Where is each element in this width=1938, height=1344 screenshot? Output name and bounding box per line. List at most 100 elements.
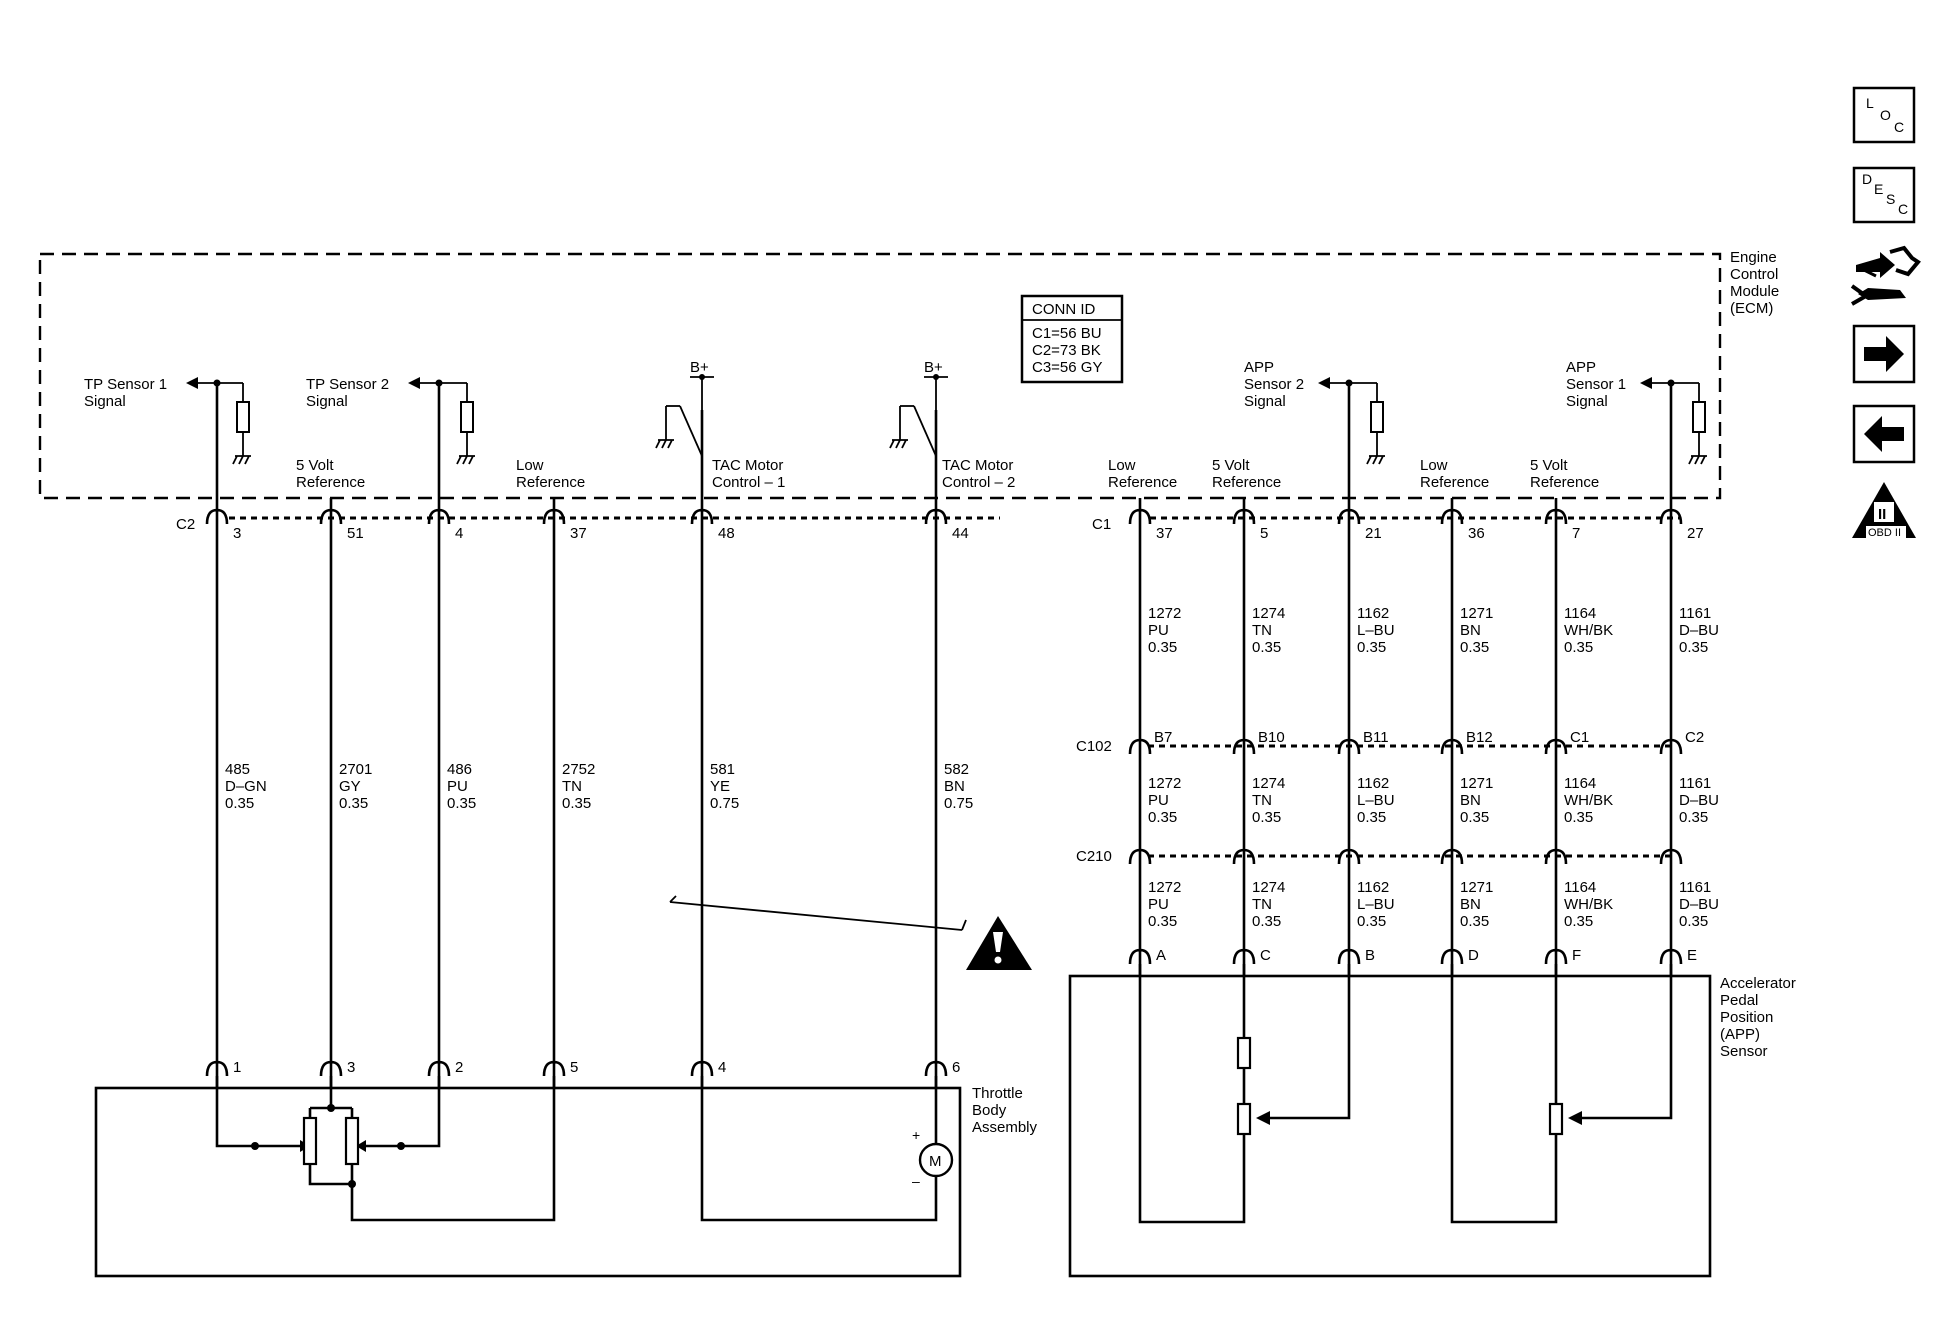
connector-wrench-icon[interactable] bbox=[1850, 245, 1921, 306]
svg-text:Reference: Reference bbox=[1420, 474, 1489, 491]
svg-text:E: E bbox=[1874, 181, 1883, 197]
svg-text:Control: Control bbox=[1730, 266, 1778, 283]
svg-text:Signal: Signal bbox=[1566, 393, 1608, 410]
c1-pin-glyph bbox=[1659, 508, 1683, 525]
c1-pin-label: 37 bbox=[1156, 525, 1173, 542]
svg-text:(ECM): (ECM) bbox=[1730, 300, 1773, 317]
app-sensor-2-signal-circuit: APP Sensor 2 Signal bbox=[1244, 359, 1385, 512]
svg-text:–: – bbox=[912, 1173, 920, 1189]
wire-circuit-number: 2752 bbox=[562, 761, 595, 778]
tp-sensor-2-signal-circuit: TP Sensor 2 Signal bbox=[306, 376, 475, 512]
c1-pin-label: 27 bbox=[1687, 525, 1704, 542]
ecm-pin-labels-left: 5 Volt Reference Low Reference TAC Motor… bbox=[296, 457, 1015, 491]
next-arrow-icon[interactable] bbox=[1852, 324, 1916, 384]
c2-pin-label: 44 bbox=[952, 525, 969, 542]
svg-text:Engine: Engine bbox=[1730, 249, 1777, 266]
wire-gauge: 0.75 bbox=[710, 795, 739, 812]
app-sensor-pin-label: B bbox=[1365, 947, 1375, 964]
wire-circuit-number: 486 bbox=[447, 761, 472, 778]
svg-text:TAC Motor: TAC Motor bbox=[942, 457, 1013, 474]
throttle-harness-wires: 485D–GN0.3512701GY0.353486PU0.3522752TN0… bbox=[205, 524, 973, 1088]
app-sensor-pin-label: F bbox=[1572, 947, 1581, 964]
svg-text:Assembly: Assembly bbox=[972, 1119, 1038, 1136]
wire-circuit-number: 1271 bbox=[1460, 775, 1493, 792]
c2-pin-label: 37 bbox=[570, 525, 587, 542]
ecm-pin-labels-right: Low Reference 5 Volt Reference Low Refer… bbox=[1108, 457, 1599, 491]
c2-pin-glyph bbox=[205, 508, 229, 525]
svg-text:CONN ID: CONN ID bbox=[1032, 301, 1096, 318]
app-sensor-pin-label: D bbox=[1468, 947, 1479, 964]
tac-motor-control-1-switch: B+ bbox=[655, 359, 714, 512]
throttle-body-pin-glyph bbox=[319, 1060, 343, 1077]
wire-circuit-number: 1274 bbox=[1252, 775, 1285, 792]
svg-text:D: D bbox=[1862, 171, 1872, 187]
c102-pin-glyph bbox=[1128, 738, 1152, 755]
c2-pin-label: 51 bbox=[347, 525, 364, 542]
svg-text:Sensor: Sensor bbox=[1720, 1043, 1768, 1060]
c102-pin-glyph bbox=[1337, 738, 1361, 755]
svg-text:OBD II: OBD II bbox=[1868, 527, 1901, 539]
connector-c2: C2 bbox=[176, 516, 1000, 533]
wire-gauge: 0.35 bbox=[1460, 639, 1489, 656]
c1-pin-glyph bbox=[1232, 508, 1256, 525]
wire-circuit-number: 1164 bbox=[1564, 605, 1596, 622]
svg-text:C2: C2 bbox=[176, 516, 195, 533]
wire-circuit-number: 1162 bbox=[1357, 879, 1389, 896]
svg-text:APP: APP bbox=[1244, 359, 1274, 376]
wire-color: PU bbox=[1148, 896, 1169, 913]
svg-text:C1: C1 bbox=[1092, 516, 1111, 533]
wire-circuit-number: 1162 bbox=[1357, 775, 1389, 792]
wire-color: PU bbox=[447, 778, 468, 795]
wire-gauge: 0.35 bbox=[1252, 809, 1281, 826]
svg-text:Low: Low bbox=[516, 457, 544, 474]
svg-text:Sensor 1: Sensor 1 bbox=[1566, 376, 1626, 393]
wire-gauge: 0.35 bbox=[1460, 913, 1489, 930]
svg-text:+: + bbox=[912, 1127, 920, 1143]
c102-pin-glyph bbox=[1544, 738, 1568, 755]
c210-pin-glyph bbox=[1440, 848, 1464, 865]
wire-circuit-number: 1164 bbox=[1564, 775, 1596, 792]
svg-text:Control – 1: Control – 1 bbox=[712, 474, 785, 491]
tac-motor-control-2-switch: B+ bbox=[889, 359, 948, 512]
previous-arrow-icon[interactable] bbox=[1852, 404, 1916, 464]
app-harness-wires: 1272PU0.35B71272PU0.351272PU0.35A1274TN0… bbox=[1128, 524, 1719, 976]
wire-gauge: 0.35 bbox=[1564, 639, 1593, 656]
svg-text:B+: B+ bbox=[690, 359, 709, 376]
app-sensor-pin-label: A bbox=[1156, 947, 1166, 964]
throttle-body-pin-label: 2 bbox=[455, 1059, 463, 1076]
throttle-body-pin-label: 1 bbox=[233, 1059, 241, 1076]
wire-gauge: 0.35 bbox=[1679, 639, 1708, 656]
c102-pin-glyph bbox=[1440, 738, 1464, 755]
app-sensor-pin-glyph bbox=[1659, 948, 1683, 965]
wire-gauge: 0.35 bbox=[1357, 809, 1386, 826]
ecm-module: Engine Control Module (ECM) bbox=[38, 249, 1779, 500]
c2-pin-label: 48 bbox=[718, 525, 735, 542]
c102-pin-glyph bbox=[1232, 738, 1256, 755]
app-sensor-pin-glyph bbox=[1128, 948, 1152, 965]
svg-text:C1=56 BU: C1=56 BU bbox=[1032, 325, 1102, 342]
description-icon[interactable]: D E S C bbox=[1852, 166, 1916, 224]
wire-gauge: 0.35 bbox=[1564, 913, 1593, 930]
c210-pin-glyph bbox=[1544, 848, 1568, 865]
svg-text:L: L bbox=[1866, 95, 1874, 111]
app-sensor-pin-label: E bbox=[1687, 947, 1697, 964]
obd-ii-icon[interactable]: II OBD II bbox=[1852, 482, 1916, 539]
c102-pin-label: B12 bbox=[1466, 729, 1493, 746]
caution-icon[interactable] bbox=[669, 895, 1032, 970]
wire-gauge: 0.35 bbox=[225, 795, 254, 812]
wire-color: YE bbox=[710, 778, 730, 795]
wire-color: D–BU bbox=[1679, 896, 1719, 913]
wire-gauge: 0.35 bbox=[1148, 809, 1177, 826]
wire-circuit-number: 582 bbox=[944, 761, 969, 778]
wire-color: PU bbox=[1148, 792, 1169, 809]
svg-text:Pedal: Pedal bbox=[1720, 992, 1758, 1009]
c2-pin-glyph bbox=[319, 508, 343, 525]
location-icon[interactable]: L O C bbox=[1852, 86, 1916, 144]
svg-text:M: M bbox=[929, 1153, 942, 1170]
wire-gauge: 0.35 bbox=[1252, 639, 1281, 656]
svg-text:O: O bbox=[1880, 107, 1891, 123]
svg-text:Control – 2: Control – 2 bbox=[942, 474, 1015, 491]
wire-gauge: 0.35 bbox=[1357, 913, 1386, 930]
svg-text:Low: Low bbox=[1108, 457, 1136, 474]
